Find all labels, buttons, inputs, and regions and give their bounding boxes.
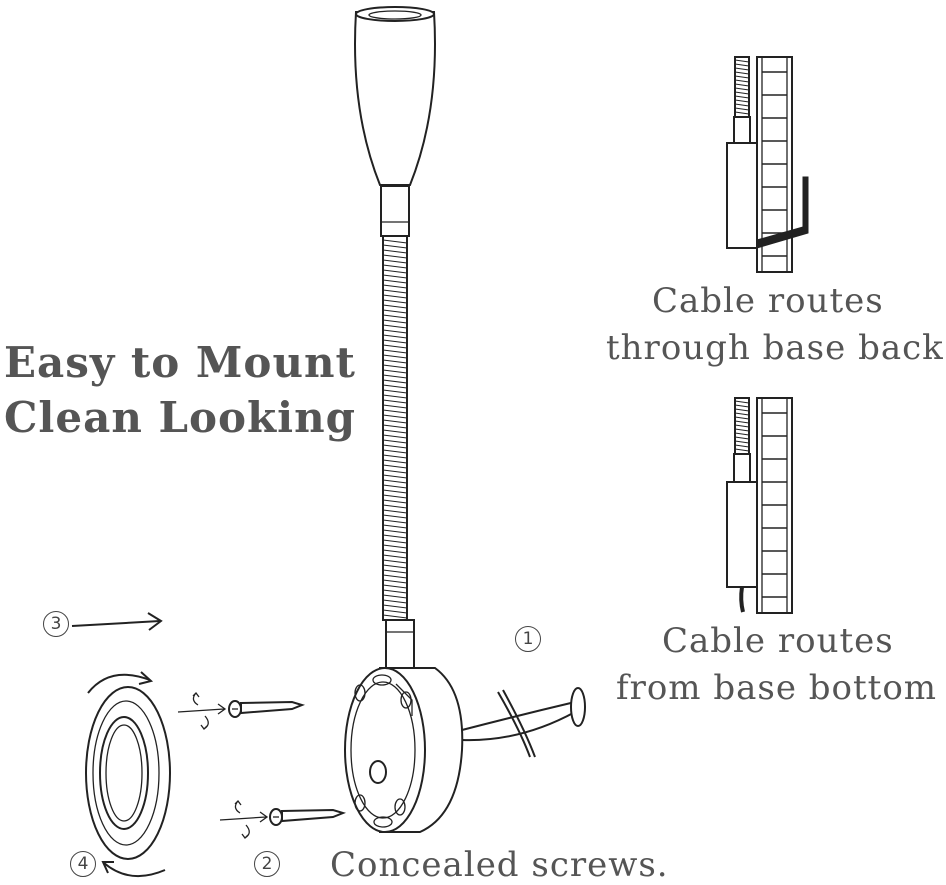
base-cable <box>461 687 586 758</box>
caption-bottom-line2: from base bottom <box>616 668 938 708</box>
push-arrow <box>71 612 163 631</box>
caption-back-line2: through base back <box>606 328 944 368</box>
step-1-marker: 1 <box>515 626 541 652</box>
step-4-marker: 4 <box>70 851 96 877</box>
caption-back-line1: Cable routes <box>652 281 884 321</box>
gooseneck-arm <box>382 235 408 621</box>
rotate-arrow-bottom <box>101 861 166 878</box>
step-3-marker: 3 <box>43 611 69 637</box>
step-2-marker: 2 <box>254 851 280 877</box>
cover-ring <box>85 686 171 860</box>
wall-base <box>344 667 464 833</box>
screw-lower <box>219 800 347 839</box>
arm-connector <box>385 619 415 669</box>
headline-easy-mount: Easy to Mount <box>4 338 356 387</box>
detail-cable-back <box>726 56 809 273</box>
headline-clean-looking: Clean Looking <box>4 393 356 442</box>
detail-cable-bottom <box>726 397 793 614</box>
screw-upper <box>177 692 306 730</box>
rotate-arrow-top <box>87 671 154 694</box>
caption-concealed-screws: Concealed screws. <box>330 845 669 885</box>
caption-bottom-line1: Cable routes <box>662 621 894 661</box>
lamp-head <box>354 6 436 237</box>
